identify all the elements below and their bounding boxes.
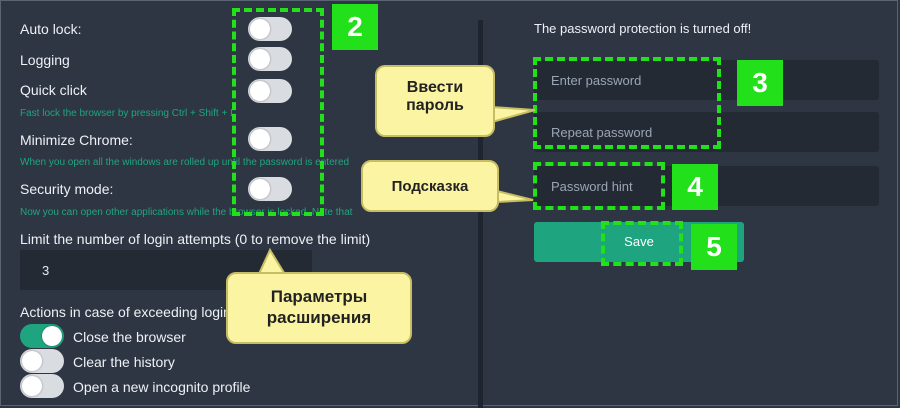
quick-click-hint: Fast lock the browser by pressing Ctrl +… bbox=[20, 108, 236, 119]
toggle-knob bbox=[250, 81, 270, 101]
save-button-label: Save bbox=[624, 234, 654, 249]
toggle-knob bbox=[250, 19, 270, 39]
incognito-profile-label: Open a new incognito profile bbox=[73, 379, 251, 395]
password-hint-placeholder: Password hint bbox=[551, 179, 633, 194]
auto-lock-label: Auto lock: bbox=[20, 21, 82, 37]
security-mode-label: Security mode: bbox=[20, 181, 114, 197]
close-browser-label: Close the browser bbox=[73, 329, 186, 345]
badge-3: 3 bbox=[737, 60, 783, 106]
toggle-knob bbox=[250, 129, 270, 149]
protection-status: The password protection is turned off! bbox=[534, 21, 752, 36]
callout-enter-password: Ввести пароль bbox=[375, 65, 495, 137]
security-mode-toggle[interactable] bbox=[248, 177, 292, 201]
badge-4: 4 bbox=[672, 164, 718, 210]
callout-extension-params: Параметры расширения bbox=[226, 272, 412, 344]
logging-label: Logging bbox=[20, 52, 70, 68]
quick-click-toggle[interactable] bbox=[248, 79, 292, 103]
actions-label: Actions in case of exceeding login attem… bbox=[20, 304, 289, 320]
toggle-knob bbox=[250, 179, 270, 199]
login-limit-value: 3 bbox=[42, 263, 50, 278]
clear-history-toggle[interactable] bbox=[20, 349, 64, 373]
toggle-knob bbox=[250, 49, 270, 69]
minimize-chrome-toggle[interactable] bbox=[248, 127, 292, 151]
password-highlight-box bbox=[533, 57, 721, 149]
toggle-knob bbox=[22, 351, 42, 371]
toggle-knob bbox=[42, 326, 62, 346]
repeat-password-placeholder: Repeat password bbox=[551, 125, 653, 140]
logging-toggle[interactable] bbox=[248, 47, 292, 71]
callout-hint: Подсказка bbox=[361, 160, 499, 212]
badge-2: 2 bbox=[332, 4, 378, 50]
save-highlight-box bbox=[601, 221, 683, 266]
panel-divider bbox=[478, 20, 483, 408]
quick-click-label: Quick click bbox=[20, 82, 87, 98]
minimize-chrome-hint: When you open all the windows are rolled… bbox=[20, 157, 350, 168]
security-mode-hint: Now you can open other applications whil… bbox=[20, 207, 353, 218]
badge-5: 5 bbox=[691, 224, 737, 270]
toggle-knob bbox=[22, 376, 42, 396]
close-browser-toggle[interactable] bbox=[20, 324, 64, 348]
password-placeholder: Enter password bbox=[551, 73, 642, 88]
incognito-profile-toggle[interactable] bbox=[20, 374, 64, 398]
login-limit-label: Limit the number of login attempts (0 to… bbox=[20, 231, 371, 247]
auto-lock-toggle[interactable] bbox=[248, 17, 292, 41]
clear-history-label: Clear the history bbox=[73, 354, 175, 370]
password-input[interactable]: Enter password bbox=[534, 60, 879, 100]
toggles-highlight-box bbox=[232, 8, 324, 216]
minimize-chrome-label: Minimize Chrome: bbox=[20, 132, 133, 148]
hint-highlight-box bbox=[533, 162, 665, 210]
